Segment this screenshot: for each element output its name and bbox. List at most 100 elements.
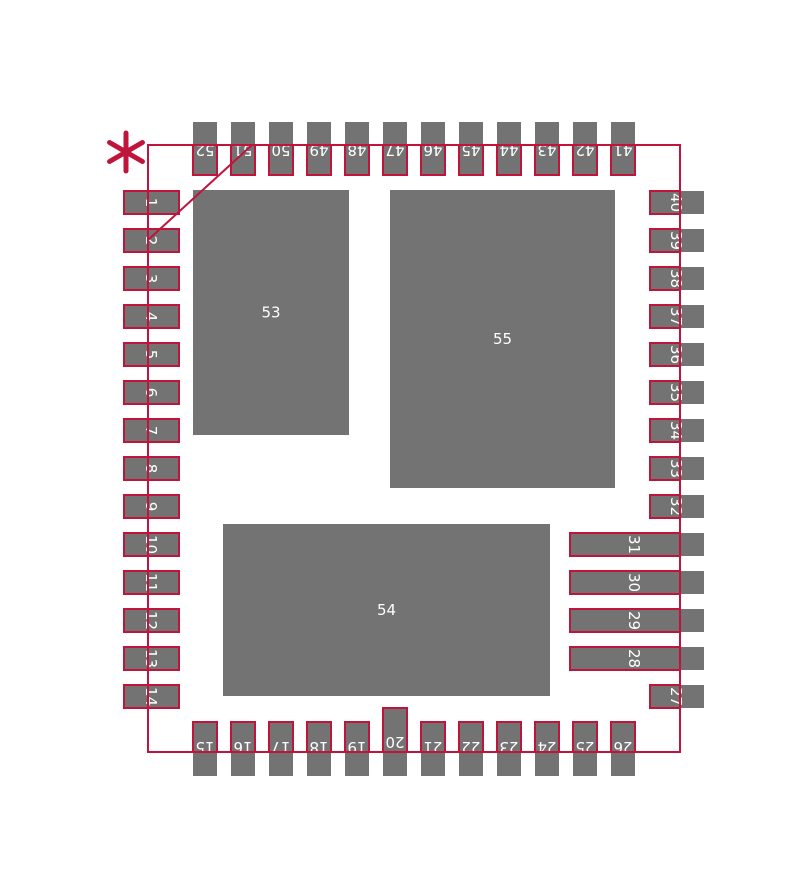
pad-44: 44 xyxy=(496,122,522,176)
pad-label: 36 xyxy=(667,345,685,364)
pad-body xyxy=(650,495,704,518)
exposed-pad-body xyxy=(390,190,615,488)
pad-41: 41 xyxy=(610,122,636,176)
pad-label: 23 xyxy=(499,738,518,756)
pad-body xyxy=(497,722,521,776)
pad-50: 50 xyxy=(268,122,294,176)
pad-label: 22 xyxy=(461,738,480,756)
pad-body xyxy=(231,722,255,776)
pad-body xyxy=(570,609,704,632)
pad-body xyxy=(650,685,704,708)
pad-31: 31 xyxy=(569,532,704,557)
pad-32: 32 xyxy=(649,494,704,519)
pad-label: 24 xyxy=(537,738,556,756)
pad-18: 18 xyxy=(306,721,332,776)
pad-outline xyxy=(123,494,180,519)
pad-52: 52 xyxy=(192,122,218,176)
pad-outline xyxy=(123,304,180,329)
pad-label: 49 xyxy=(309,141,328,159)
pad-label: 33 xyxy=(667,459,685,478)
pad-outline xyxy=(123,684,180,709)
pad-label: 3 xyxy=(142,274,160,284)
pad-body xyxy=(124,305,179,328)
pad-22: 22 xyxy=(458,721,484,776)
exposed-pad-55: 55 xyxy=(390,190,615,488)
pad-body xyxy=(307,722,331,776)
exposed-pad-54: 54 xyxy=(223,524,550,696)
pad-39: 39 xyxy=(649,228,704,253)
pad-48: 48 xyxy=(344,122,370,176)
pad-outline xyxy=(123,342,180,367)
pad-label: 21 xyxy=(423,738,442,756)
pad-body xyxy=(421,722,445,776)
pad-body xyxy=(124,191,179,214)
pad-body xyxy=(570,571,704,594)
pad-17: 17 xyxy=(268,721,294,776)
exposed-pad-label: 53 xyxy=(261,304,280,322)
pad-30: 30 xyxy=(569,570,704,595)
pad-6: 6 xyxy=(123,380,180,405)
pad-outline xyxy=(123,418,180,443)
pad-outline xyxy=(123,228,180,253)
pad-label: 25 xyxy=(575,738,594,756)
pad-label: 46 xyxy=(423,141,442,159)
pad-label: 40 xyxy=(667,193,685,212)
pad-1: 1 xyxy=(123,190,180,215)
pad-label: 47 xyxy=(385,141,404,159)
pad-label: 43 xyxy=(537,141,556,159)
pad-label: 27 xyxy=(667,687,685,706)
pad-8: 8 xyxy=(123,456,180,481)
pad-body xyxy=(124,533,179,556)
pin1-chamfer-line xyxy=(147,144,253,241)
pad-body xyxy=(573,122,597,175)
pad-label: 35 xyxy=(667,383,685,402)
pad-label: 20 xyxy=(385,733,404,751)
pad-outline xyxy=(123,266,180,291)
pad-body xyxy=(611,722,635,776)
pad-label: 5 xyxy=(142,350,160,360)
pad-body xyxy=(193,122,217,175)
pad-label: 29 xyxy=(625,611,643,630)
pad-36: 36 xyxy=(649,342,704,367)
exposed-pad-body xyxy=(193,190,349,435)
pad-label: 19 xyxy=(347,738,366,756)
pad-body xyxy=(570,533,704,556)
pad-38: 38 xyxy=(649,266,704,291)
pad-33: 33 xyxy=(649,456,704,481)
pad-42: 42 xyxy=(572,122,598,176)
pad-body xyxy=(650,229,704,252)
pad-body xyxy=(497,122,521,175)
pad-body xyxy=(269,722,293,776)
pad-body xyxy=(307,122,331,175)
pad-label: 6 xyxy=(142,388,160,398)
pad-label: 12 xyxy=(142,611,160,630)
pad-body xyxy=(650,191,704,214)
pad-7: 7 xyxy=(123,418,180,443)
pad-label: 50 xyxy=(271,141,290,159)
pad-body xyxy=(459,122,483,175)
pad-5: 5 xyxy=(123,342,180,367)
pad-label: 9 xyxy=(142,502,160,512)
pad-label: 4 xyxy=(142,312,160,322)
pad-body xyxy=(570,647,704,670)
pad-body xyxy=(383,122,407,175)
pad-body xyxy=(573,722,597,776)
pad-outline xyxy=(123,532,180,557)
pad-3: 3 xyxy=(123,266,180,291)
pad-body xyxy=(421,122,445,175)
pad-34: 34 xyxy=(649,418,704,443)
pad-40: 40 xyxy=(649,190,704,215)
pad-outline xyxy=(123,570,180,595)
pad-label: 32 xyxy=(667,497,685,516)
pad-body xyxy=(124,381,179,404)
pad-outline xyxy=(123,646,180,671)
pad-body xyxy=(650,381,704,404)
pad-46: 46 xyxy=(420,122,446,176)
exposed-pad-label: 54 xyxy=(377,601,396,619)
pad-label: 38 xyxy=(667,269,685,288)
pad-label: 10 xyxy=(142,535,160,554)
pad-label: 31 xyxy=(625,535,643,554)
pad-4: 4 xyxy=(123,304,180,329)
pad-body xyxy=(231,122,255,175)
